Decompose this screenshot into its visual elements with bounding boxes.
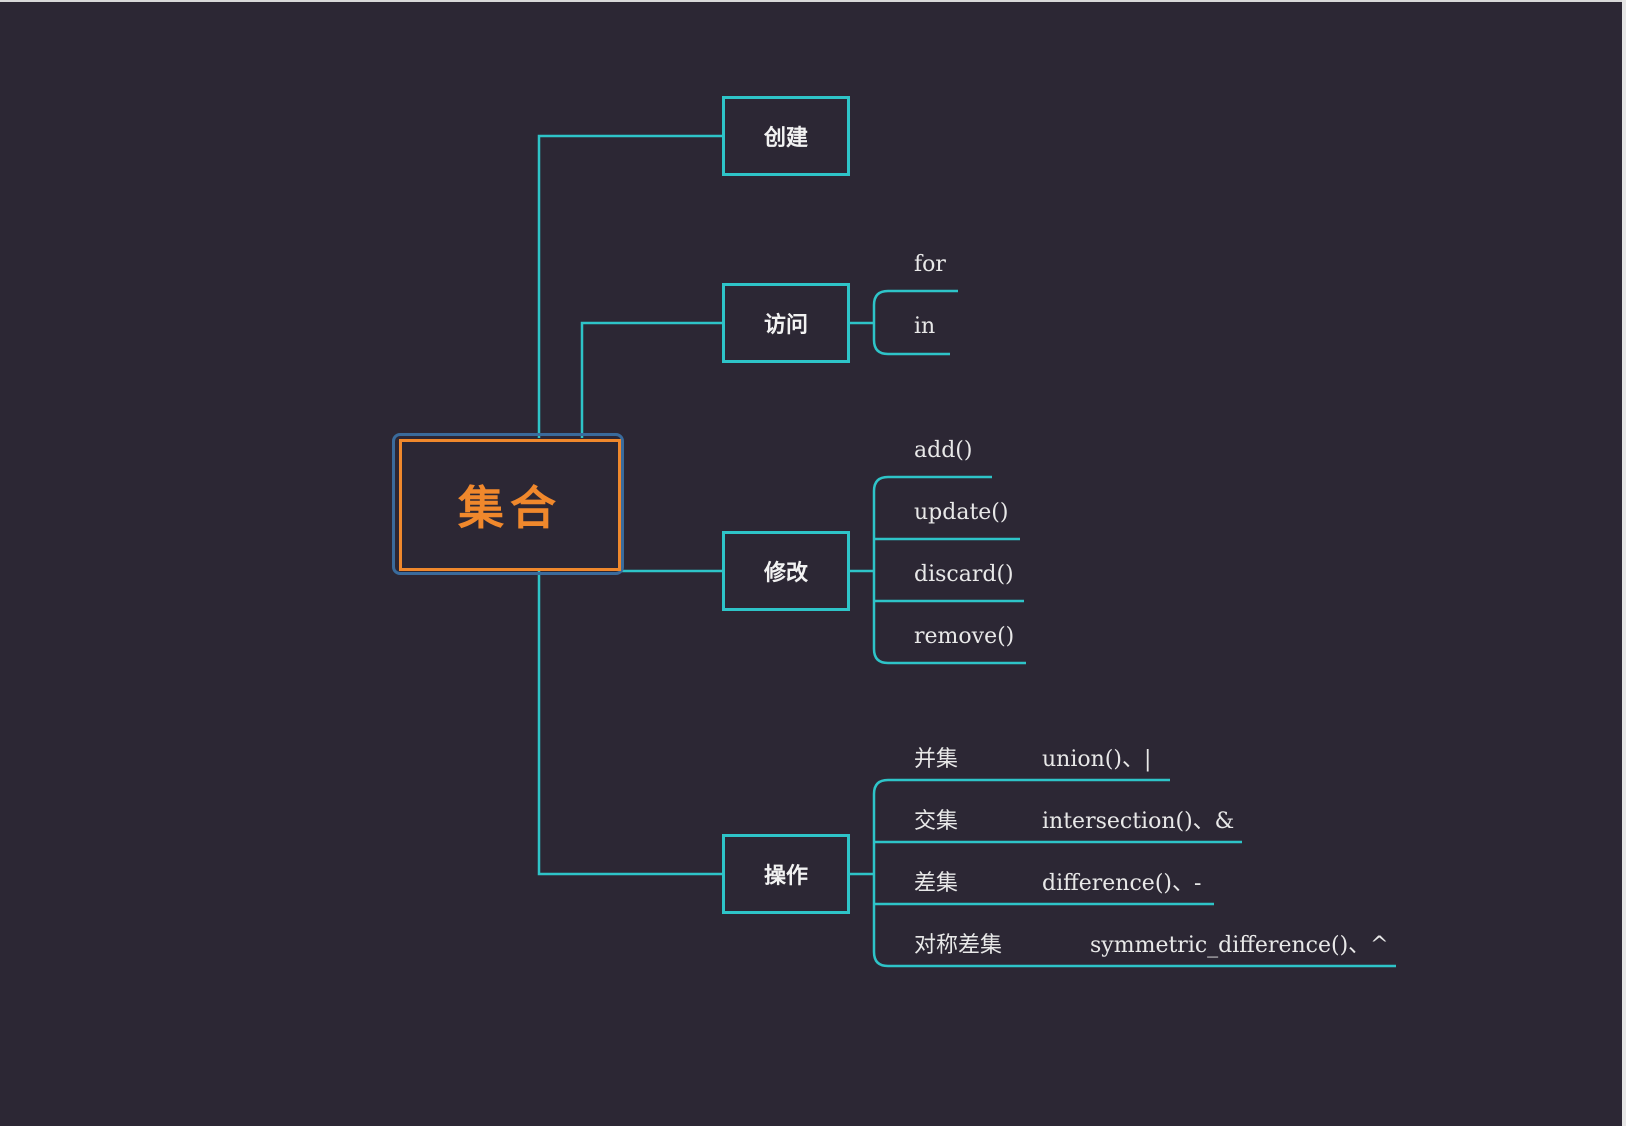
bracket-modify — [872, 475, 1026, 665]
leaf-update[interactable]: update() — [914, 500, 1009, 525]
leaf-for[interactable]: for — [914, 252, 946, 277]
root-node[interactable]: 集合 — [399, 439, 621, 571]
bracket-ops — [872, 778, 1396, 968]
leaf-remove[interactable]: remove() — [914, 624, 1015, 649]
edge-root-access — [580, 321, 722, 438]
leaf-symmetric-name[interactable]: 对称差集 — [914, 933, 1003, 958]
leaf-difference-value: difference()、- — [1042, 871, 1202, 896]
top-border — [0, 0, 1626, 2]
branch-access[interactable]: 访问 — [722, 283, 850, 363]
right-border — [1622, 0, 1626, 1126]
leaf-discard[interactable]: discard() — [914, 562, 1014, 587]
branch-operations[interactable]: 操作 — [722, 834, 850, 914]
leaf-symmetric-value: symmetric_difference()、^ — [1090, 933, 1389, 958]
leaf-union-name[interactable]: 并集 — [914, 747, 959, 772]
edge-root-ops — [537, 571, 722, 876]
leaf-in[interactable]: in — [914, 314, 936, 339]
leaf-add[interactable]: add() — [914, 438, 973, 463]
edge-root-create — [537, 134, 722, 438]
branch-create[interactable]: 创建 — [722, 96, 850, 176]
leaf-difference-name[interactable]: 差集 — [914, 871, 959, 896]
leaf-intersection-value: intersection()、& — [1042, 809, 1235, 834]
root-node-frame — [392, 433, 624, 575]
leaf-intersection-name[interactable]: 交集 — [914, 809, 959, 834]
branch-modify[interactable]: 修改 — [722, 531, 850, 611]
leaf-union-value: union()、| — [1042, 747, 1152, 772]
bracket-access — [872, 289, 958, 356]
